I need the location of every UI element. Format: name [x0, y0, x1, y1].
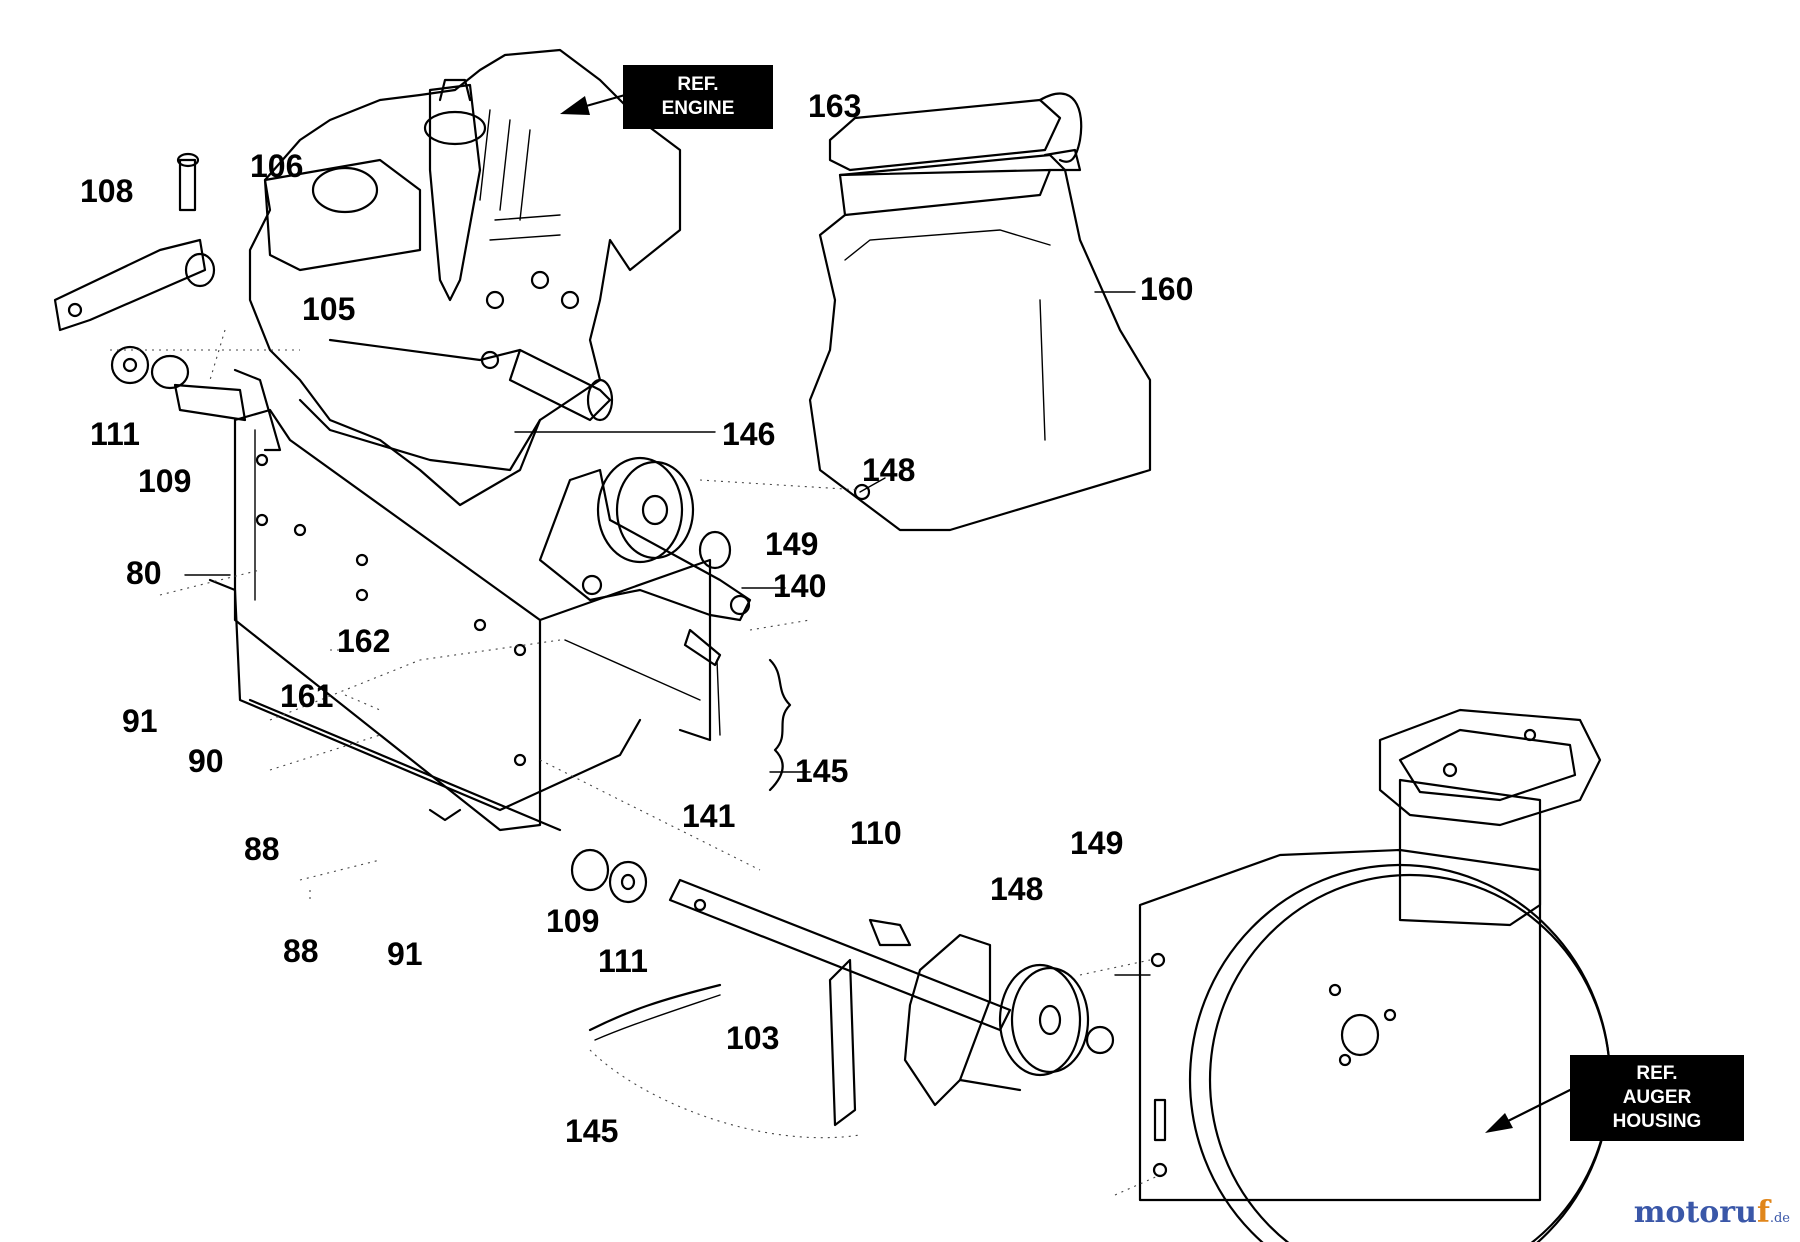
ref-engine-line1: REF.	[677, 74, 719, 95]
part-label-108: 108	[80, 173, 134, 209]
shaft-assembly-drawing	[570, 848, 1115, 1139]
part-label-149: 149	[1070, 825, 1124, 861]
leader-lines	[159, 291, 1161, 1196]
ref-auger-line1: REF.	[1636, 1063, 1678, 1084]
part-label-109: 109	[138, 463, 192, 499]
ref-auger-line2: AUGER	[1622, 1087, 1692, 1108]
frame-plate-drawing	[208, 408, 712, 832]
part-label-163: 163	[808, 88, 862, 124]
part-label-91: 91	[387, 936, 423, 972]
part-label-106: 106	[250, 148, 304, 184]
part-label-146: 146	[722, 416, 776, 452]
watermark-accent: f	[1756, 1195, 1770, 1230]
ref-engine-box: REF. ENGINE	[623, 65, 773, 129]
part-label-161: 161	[280, 678, 334, 714]
belt-cover-drawing	[808, 92, 1152, 532]
ref-auger-housing-box: REF. AUGER HOUSING	[1570, 1055, 1744, 1141]
reference-arrows	[560, 93, 1572, 1133]
part-label-149: 149	[765, 526, 819, 562]
part-label-105: 105	[302, 291, 356, 327]
part-label-111: 111	[598, 943, 648, 979]
watermark-logo: motoruf.de	[1634, 1195, 1790, 1230]
part-label-148: 148	[862, 452, 916, 488]
watermark-suffix: .de	[1769, 1211, 1790, 1226]
part-label-162: 162	[337, 623, 391, 659]
part-label-91: 91	[122, 703, 158, 739]
part-label-160: 160	[1140, 271, 1194, 307]
part-label-145: 145	[795, 753, 849, 789]
part-label-141: 141	[682, 798, 736, 834]
part-label-103: 103	[726, 1020, 780, 1056]
part-label-109: 109	[546, 903, 600, 939]
part-label-140: 140	[773, 568, 827, 604]
part-label-110: 110	[850, 815, 902, 851]
linkage-drawing	[53, 152, 300, 452]
ref-auger-line3: HOUSING	[1612, 1111, 1702, 1132]
part-label-80: 80	[126, 555, 162, 591]
auger-housing-drawing	[1138, 708, 1612, 1242]
part-label-88: 88	[283, 933, 319, 969]
idler-drawing	[538, 456, 792, 792]
watermark-main: motoru	[1633, 1195, 1757, 1230]
part-label-88: 88	[244, 831, 280, 867]
part-label-145: 145	[565, 1113, 619, 1149]
part-label-148: 148	[990, 871, 1044, 907]
ref-engine-line2: ENGINE	[661, 98, 735, 119]
engine-drawing	[248, 48, 682, 507]
part-label-111: 111	[90, 416, 140, 452]
part-label-90: 90	[188, 743, 224, 779]
